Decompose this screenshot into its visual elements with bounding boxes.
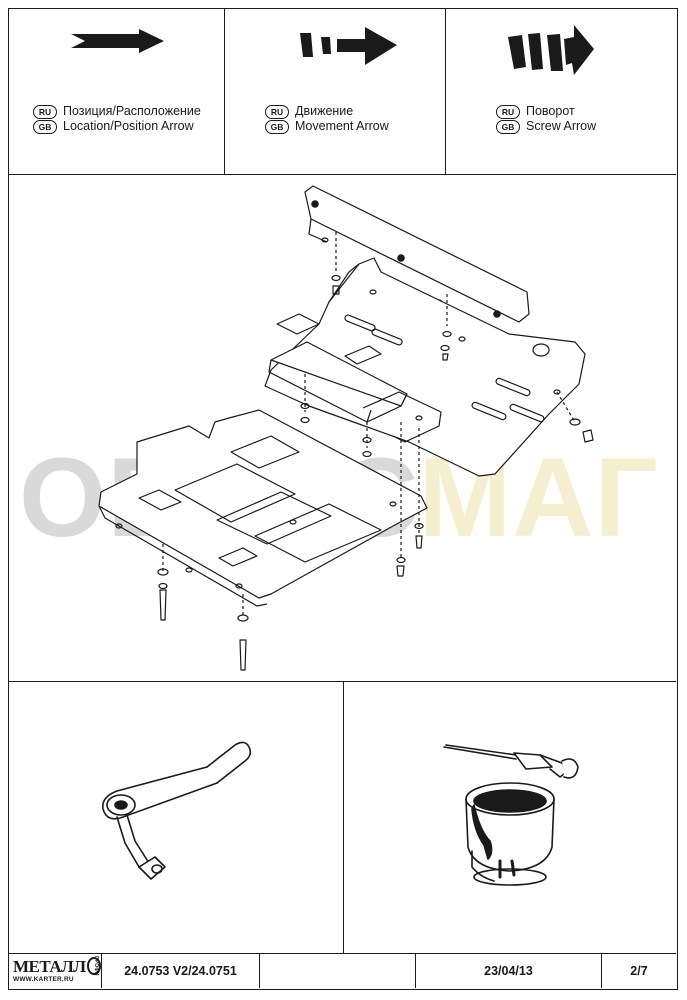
ru-badge: RU: [496, 104, 520, 119]
gb-badge: GB: [265, 119, 289, 134]
tool-cell-ratchet: [9, 681, 343, 953]
logo-url: WWW.KARTER.RU: [13, 976, 74, 983]
ratchet-wrench-icon: [101, 741, 252, 880]
skid-plate-drawing: [98, 185, 594, 671]
front-mounting-bracket: [304, 185, 530, 323]
ru-badge: RU: [33, 104, 57, 119]
legend-screw: RU Поворот GB Screw Arrow: [445, 9, 676, 174]
assembly-diagram: ОВЕРСМАГ: [9, 174, 676, 682]
legend-ru-label: Поворот: [526, 104, 575, 118]
legend-location: RU Позиция/Расположение GB Location/Positi…: [9, 9, 224, 174]
legend-gb-label: Screw Arrow: [526, 119, 597, 133]
title-block: МЕТАЛЛ ПРОФИ WWW.KARTER.RU 24.0753 V2/24…: [9, 953, 676, 988]
legend-location-text: RU Позиция/Расположение GB Location/Positi…: [33, 104, 201, 134]
location-arrow-icon: [71, 29, 164, 53]
logo-side-text: ПРОФИ: [93, 956, 99, 976]
screw-arrow-icon: [508, 25, 594, 75]
legend-gb-label: Location/Position Arrow: [63, 119, 194, 133]
legend-ru-label: Позиция/Расположение: [63, 104, 201, 118]
legend-gb-label: Movement Arrow: [295, 119, 389, 133]
legend-movement-text: RU Движение GB Movement Arrow: [265, 104, 389, 134]
issue-date: 23/04/13: [415, 953, 601, 988]
bolts: [157, 274, 594, 671]
ru-badge: RU: [265, 104, 289, 119]
gb-badge: GB: [33, 119, 57, 134]
front-skid-plate: [98, 409, 428, 607]
legend-screw-text: RU Поворот GB Screw Arrow: [496, 104, 596, 134]
legend-movement: RU Движение GB Movement Arrow: [224, 9, 445, 174]
instruction-sheet: RU Позиция/Расположение GB Location/Positi…: [8, 8, 678, 990]
arrow-legend: RU Позиция/Расположение GB Location/Positi…: [9, 9, 676, 175]
legend-ru-label: Движение: [295, 104, 354, 118]
blank-field: [259, 953, 415, 988]
brand-logo: МЕТАЛЛ ПРОФИ WWW.KARTER.RU: [9, 953, 101, 988]
movement-arrow-icon: [300, 27, 397, 65]
tool-cell-paint: [342, 681, 677, 953]
logo-ring-icon: [86, 957, 101, 975]
tools-row: [9, 681, 676, 954]
middle-channel-bracket: [268, 313, 442, 443]
gb-badge: GB: [496, 119, 520, 134]
rear-skid-plate: [264, 257, 586, 477]
page-number: 2/7: [601, 953, 676, 988]
paint-can-brush-icon: [442, 744, 579, 886]
logo-wordmark: МЕТАЛЛ: [13, 957, 101, 975]
article-number: 24.0753 V2/24.0751: [101, 953, 259, 988]
